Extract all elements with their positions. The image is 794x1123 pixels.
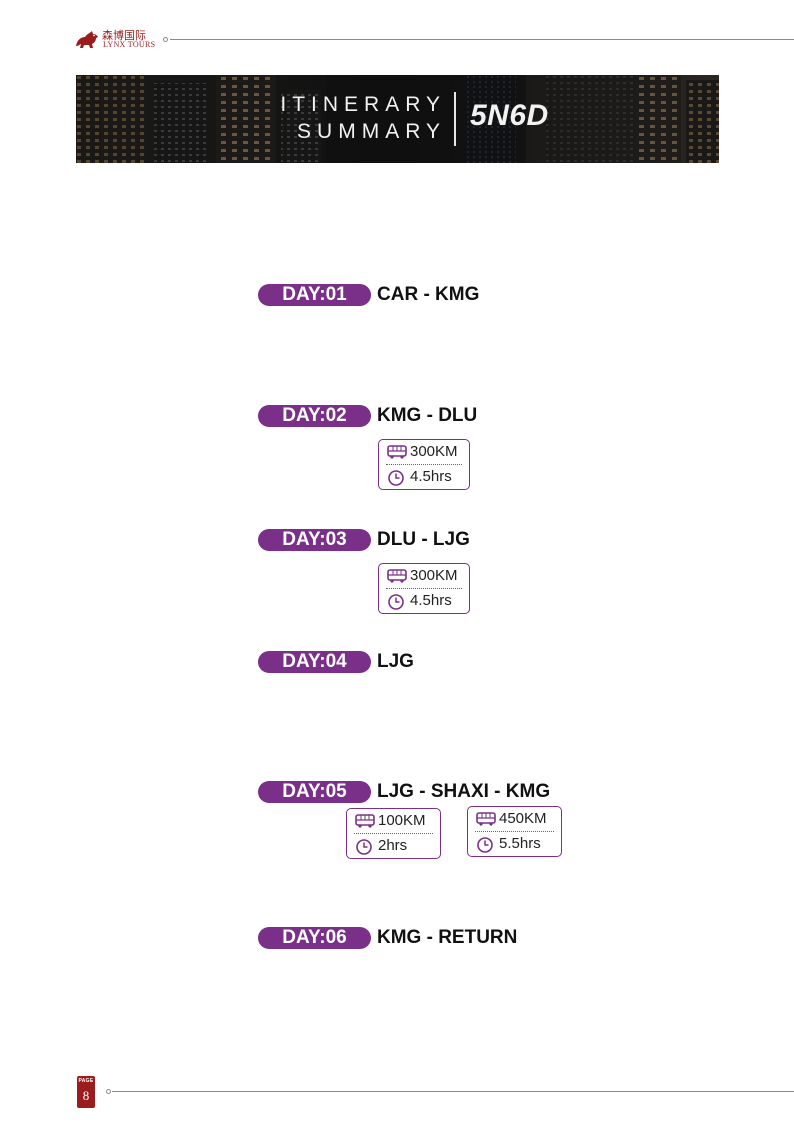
footer-rule-dot <box>106 1089 111 1094</box>
header-rule-dot <box>163 37 168 42</box>
page-number: 8 <box>82 1088 90 1103</box>
day-route: DLU - LJG <box>377 529 470 550</box>
banner-divider <box>454 92 456 146</box>
day-route: CAR - KMG <box>377 284 480 305</box>
page-number-tab: PAGE 8 <box>77 1076 95 1108</box>
travel-info-card: 100KM 2hrs <box>346 808 441 859</box>
leg-distance: 450KM <box>499 810 547 827</box>
day-route: LJG - SHAXI - KMG <box>377 781 551 802</box>
leg-distance: 300KM <box>410 567 458 584</box>
info-separator <box>386 464 462 465</box>
brand-name-chinese: 森博国际 <box>102 29 146 42</box>
day-label-pill: DAY:06 <box>258 927 371 949</box>
bus-icon <box>355 814 375 828</box>
day-route: LJG <box>377 651 414 672</box>
day-label-pill: DAY:03 <box>258 529 371 551</box>
banner-title-line-2: SUMMARY <box>297 120 446 143</box>
banner-title: ITINERARY SUMMARY <box>280 91 446 145</box>
bus-icon <box>387 569 407 583</box>
day-route: KMG - DLU <box>377 405 478 426</box>
clock-icon <box>388 594 404 610</box>
clock-icon <box>388 470 404 486</box>
lynx-logo-icon <box>76 31 98 48</box>
day-label-pill: DAY:01 <box>258 284 371 306</box>
leg-distance: 300KM <box>410 443 458 460</box>
page-label: PAGE <box>78 1078 94 1084</box>
banner-title-line-1: ITINERARY <box>280 93 446 116</box>
leg-distance: 100KM <box>378 812 426 829</box>
leg-duration: 5.5hrs <box>499 835 541 852</box>
city-night-background <box>76 75 719 163</box>
brand-name-english: LYNX TOURS <box>103 40 156 49</box>
leg-duration: 2hrs <box>378 837 408 854</box>
day-label-pill: DAY:05 <box>258 781 371 803</box>
itinerary-banner: ITINERARY SUMMARY 5N6D <box>76 75 719 163</box>
day-route: KMG - RETURN <box>377 927 518 948</box>
header-rule <box>170 39 794 40</box>
brand-logo: 森博国际 LYNX TOURS <box>74 26 166 52</box>
info-separator <box>354 833 433 834</box>
leg-duration: 4.5hrs <box>410 468 452 485</box>
info-separator <box>386 588 462 589</box>
day-label-pill: DAY:04 <box>258 651 371 673</box>
travel-info-card: 450KM 5.5hrs <box>467 806 562 857</box>
info-separator <box>475 831 554 832</box>
bus-icon <box>476 812 496 826</box>
travel-info-card: 300KM 4.5hrs <box>378 439 470 490</box>
leg-duration: 4.5hrs <box>410 592 452 609</box>
clock-icon <box>477 837 493 853</box>
tour-duration: 5N6D <box>470 99 549 132</box>
bus-icon <box>387 445 407 459</box>
clock-icon <box>356 839 372 855</box>
travel-info-card: 300KM 4.5hrs <box>378 563 470 614</box>
footer-rule <box>112 1091 794 1092</box>
day-label-pill: DAY:02 <box>258 405 371 427</box>
